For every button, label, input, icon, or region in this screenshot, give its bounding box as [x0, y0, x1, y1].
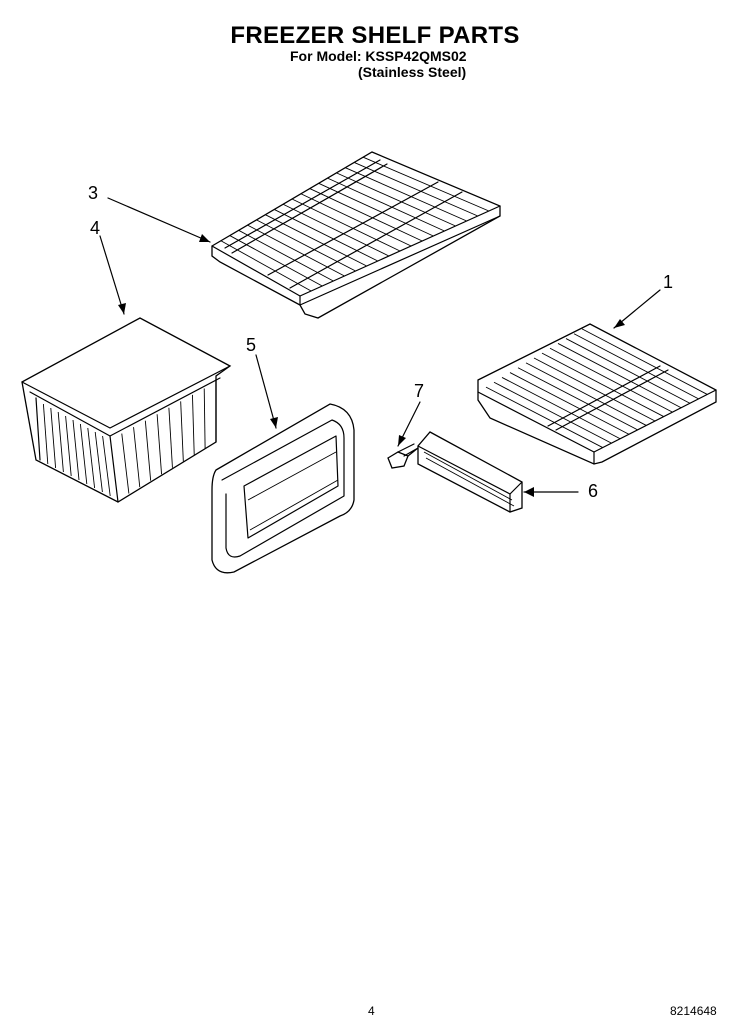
page-number: 4 — [368, 1004, 375, 1018]
basket-wire — [79, 423, 88, 485]
part-4-wire-basket — [21, 317, 232, 503]
shelf-wire — [229, 235, 323, 287]
shelf-wire — [573, 333, 699, 400]
shelf-wire — [220, 240, 312, 292]
basket-wire — [94, 431, 103, 493]
callout-5: 5 — [246, 335, 257, 355]
basket-wire — [203, 388, 206, 449]
basket-wire — [144, 420, 152, 481]
shelf-wire — [549, 347, 673, 413]
page-title: FREEZER SHELF PARTS — [230, 22, 520, 49]
part-6-rail-bracket — [417, 431, 523, 513]
part-5-drawer-front — [211, 403, 355, 574]
basket-wire — [191, 394, 195, 455]
basket-wire — [50, 407, 57, 469]
part-7-screw — [387, 443, 419, 469]
basket-wire — [72, 419, 80, 481]
basket-wire — [87, 427, 96, 489]
shelf-wire — [501, 377, 621, 440]
part-3-wire-shelf — [211, 151, 501, 319]
basket-wire — [102, 435, 111, 497]
shelf-wire — [274, 209, 378, 262]
basket-wire — [65, 415, 72, 477]
callout-3: 3 — [88, 183, 99, 203]
basket-wire — [133, 427, 141, 488]
shelf-wire — [256, 219, 356, 272]
shelf-wire — [533, 357, 656, 422]
shelf-wire — [525, 362, 647, 426]
callout-4: 4 — [90, 218, 101, 238]
callout-6: 6 — [588, 481, 599, 501]
basket-wire — [168, 407, 173, 468]
shelf-wire — [265, 214, 367, 267]
leader-lines — [99, 197, 661, 497]
basket-wire — [180, 401, 184, 462]
model-line: For Model: KSSP42QMS02 — [290, 48, 467, 64]
document-number: 8214648 — [670, 1004, 717, 1018]
shelf-wire — [517, 367, 638, 431]
shelf-wire — [247, 224, 345, 277]
callout-7: 7 — [414, 381, 425, 401]
basket-wire — [121, 433, 130, 494]
shelf-wire — [557, 343, 682, 409]
basket-wire — [42, 403, 49, 465]
shelf-wire — [581, 328, 708, 395]
basket-wire — [156, 414, 163, 475]
shelf-wire — [493, 381, 612, 444]
shelf-wire — [485, 386, 603, 448]
variant-line: (Stainless Steel) — [358, 64, 467, 80]
shelf-wire — [565, 338, 691, 404]
shelf-wire — [509, 372, 630, 435]
basket-wire — [57, 411, 64, 473]
callout-1: 1 — [663, 272, 674, 292]
part-1-wire-shelf — [477, 323, 717, 465]
shelf-wire — [541, 352, 664, 417]
